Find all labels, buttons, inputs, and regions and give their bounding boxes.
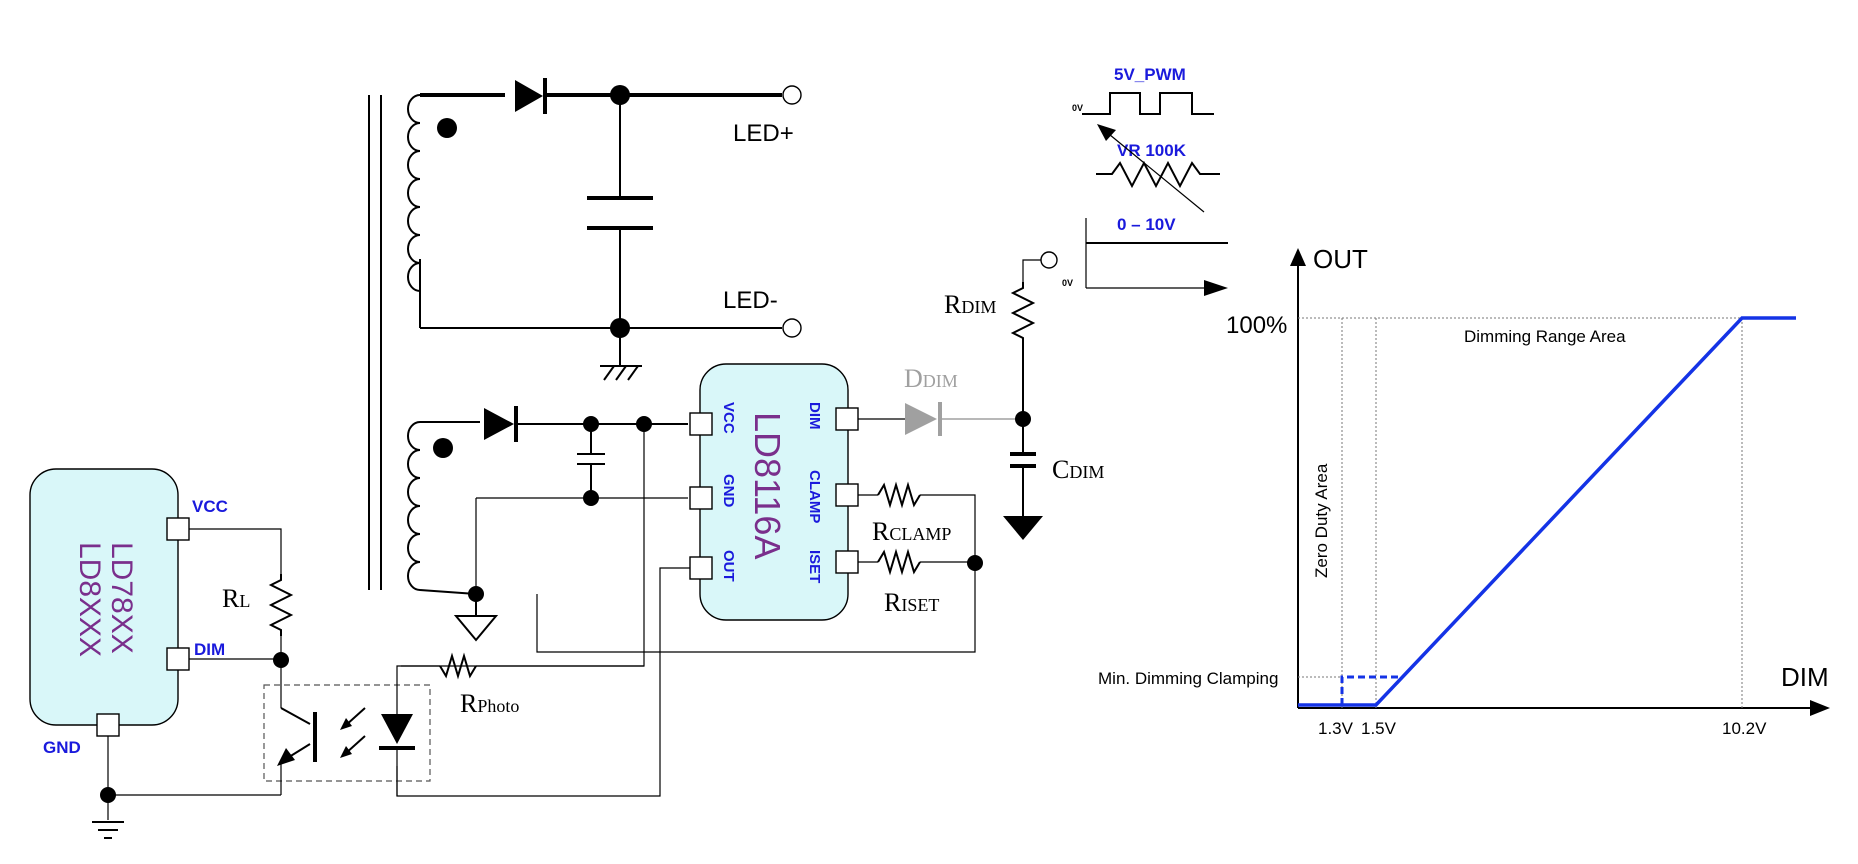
dimming-graph: OUT DIM 100% 1.3V 1.5V 10.2V Dimming Ran… [1098,244,1830,738]
led-plus-terminal [782,85,802,105]
rl-resistor [268,574,294,636]
opto-led-top-wire [396,665,401,681]
transistor-emitter-arrow [277,748,295,766]
clamp-wire-right [920,494,976,563]
out-pin-wire [396,567,690,797]
optocoupler-section: RL RPhoto [92,528,644,839]
cdim-label: CDIM [1052,455,1104,484]
left-pin-gnd-label: GND [43,738,81,757]
graph-x-tick-3: 10.2V [1722,719,1767,738]
pin-out [689,556,713,580]
graph-y-tick-100: 100% [1226,312,1287,339]
aux-diode [484,408,514,440]
min-clamp-curve [1340,675,1402,705]
graph-x-tick-2: 1.5V [1361,719,1397,738]
secondary-winding [407,94,421,292]
vr-label: VR 100K [1117,141,1187,160]
ddim-diode [905,403,937,435]
rdim-top-wire [1022,259,1041,282]
pin-vcc [689,412,713,436]
inset-x-arrow [1204,280,1228,296]
dim-source-inset: 5V_PWM 0V VR 100K 0 – 10V 0V [1062,65,1228,296]
aux-polarity-dot [433,438,453,458]
pin-vcc-label: VCC [720,402,737,434]
rphoto-label: RPhoto [460,689,519,718]
pwm-waveform [1082,92,1214,115]
dim-network: RDIM DDIM CDIM [858,251,1104,540]
graph-min-clamp-label: Min. Dimming Clamping [1098,669,1278,688]
riset-label: RISET [884,588,939,617]
pin-dim [835,407,859,431]
graph-x-arrow [1810,700,1830,716]
transfer-curve [1298,316,1796,707]
rphoto-supply-wire [401,424,645,667]
graph-x-tick-1: 1.3V [1318,719,1354,738]
rdim-resistor [1010,282,1036,340]
secondary-polarity-dot [437,118,457,138]
rl-top-wire [189,528,282,574]
vr-wiper-arrow [1097,124,1116,141]
chassis-ground-hatch-1 [603,365,615,381]
secondary-output: LED+ LED- [419,78,802,381]
vr-wiper-line [1103,129,1205,213]
node-iset [967,555,983,571]
graph-y-arrow [1290,248,1306,266]
rdim-terminal [1040,251,1058,269]
left-pin-dim-label: DIM [194,640,225,659]
pin-gnd-label: GND [720,474,737,508]
rdim-label: RDIM [944,290,996,319]
opto-led [381,714,413,744]
ic-ld78xx-name-1: LD78XX [105,542,138,654]
graph-zero-duty-label: Zero Duty Area [1312,463,1331,578]
left-pin-vcc-label: VCC [192,497,228,516]
led-minus-label: LED- [723,287,778,314]
ic-ld78xx-name-2: LD8XXX [73,542,106,657]
graph-x-label: DIM [1781,662,1829,692]
rl-label: RL [222,584,250,613]
rclamp-resistor [877,481,921,509]
rclamp-label: RCLAMP [872,517,951,546]
pwm-label: 5V_PWM [1114,65,1186,84]
left-pin-vcc [166,517,190,541]
signal-ground-symbol [453,615,499,642]
graph-dimming-range-label: Dimming Range Area [1464,327,1626,346]
pwm-zero-v: 0V [1072,103,1083,113]
light-arrow-2-head [340,746,352,758]
clamp-iset-network: RCLAMP RISET [858,481,983,617]
transistor-collector [280,707,311,725]
pin-out-label: OUT [720,550,737,582]
pin-gnd [689,486,713,510]
light-arrow-1-head [340,718,352,730]
pin-dim-label: DIM [806,402,823,430]
ic-ld8116a-name: LD8116A [747,412,788,559]
transformer [368,94,457,591]
range-label: 0 – 10V [1117,215,1176,234]
optocoupler-box [263,684,431,782]
chassis-ground-hatch-3 [627,365,639,381]
ddim-label: DDIM [904,364,958,393]
pin-clamp-label: CLAMP [806,470,823,523]
led-minus-terminal [782,318,802,338]
dim-ground-symbol [1003,516,1043,540]
pin-iset-label: ISET [806,550,823,583]
ic-ld8116a: VCC GND OUT DIM CLAMP ISET LD8116A [689,363,859,621]
riset-resistor [877,548,921,576]
iset-return-wire [536,563,976,653]
left-pin-dim [166,647,190,671]
pin-iset [835,550,859,574]
led-plus-label: LED+ [733,120,794,147]
output-diode [515,80,543,112]
chassis-ground-hatch-2 [615,365,627,381]
inset-zero-v: 0V [1062,278,1073,288]
ic-ld78xx: VCC DIM GND LD78XX LD8XXX [29,468,228,757]
rphoto-resistor [439,652,477,680]
graph-y-label: OUT [1313,244,1368,274]
aux-bottom-wire [419,589,477,595]
left-pin-gnd [96,713,120,737]
vr-resistor [1096,160,1220,189]
aux-winding [407,421,421,591]
pin-clamp [835,483,859,507]
